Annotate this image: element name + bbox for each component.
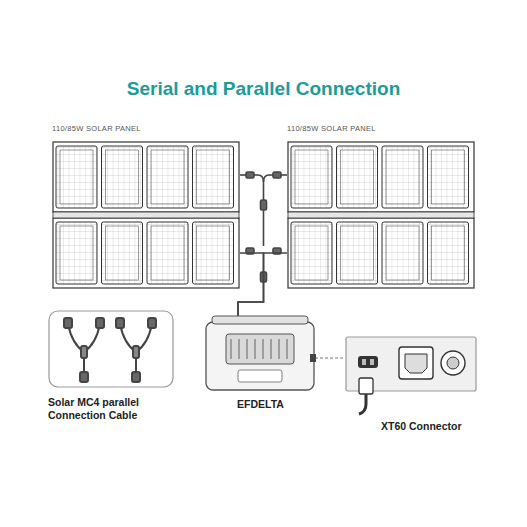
power-station: EFDELTA [198,314,323,410]
ports-drawing [345,336,477,416]
solar-panel: 110/85W SOLAR PANEL [52,124,240,290]
port-panel: XT60 Connector [345,336,477,432]
dc-cable [315,358,345,359]
solar-cable [238,253,264,316]
solar-panel: 110/85W SOLAR PANEL [287,124,475,290]
part-label: XT60 Connector [381,420,477,432]
title: Serial and Parallel Connection [0,78,527,100]
panel-drawing [287,140,475,290]
panel-drawing [52,140,240,290]
solar-cable [238,253,287,316]
panel-heading: 110/85W SOLAR PANEL [52,124,240,133]
cable-inset: Solar MC4 parallel Connection Cable [48,310,174,422]
part-label: EFDELTA [198,398,323,410]
part-label: Solar MC4 parallel Connection Cable [48,396,170,422]
device-drawing [198,314,323,394]
panel-heading: 110/85W SOLAR PANEL [287,124,475,133]
inset-drawing [48,310,174,390]
